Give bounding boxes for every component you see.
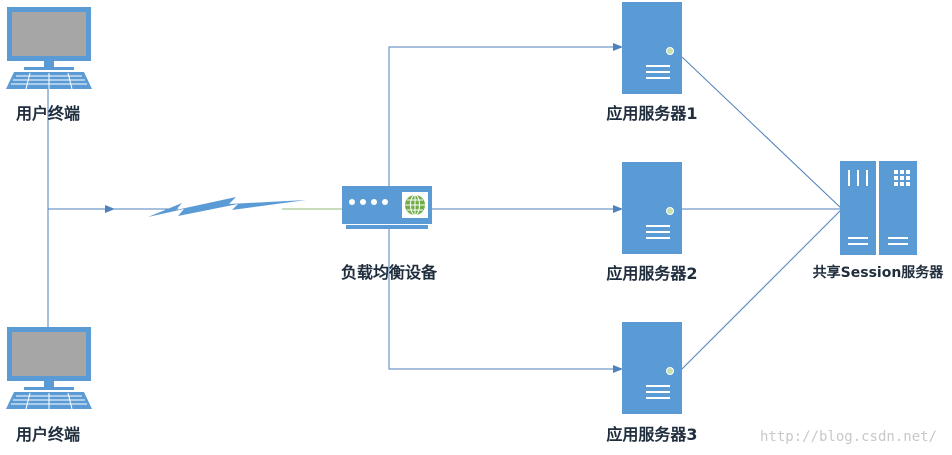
user-terminal-top: 用户终端: [6, 7, 92, 123]
load-balancer: 负载均衡设备: [341, 186, 438, 282]
rack-server-icon: [840, 161, 917, 255]
lb-to-server1-arrow: [388, 43, 623, 190]
computer-icon: [6, 7, 92, 90]
server1-to-session-line: [681, 56, 843, 210]
lightning-link-icon: [148, 197, 306, 217]
globe-icon: [405, 194, 425, 216]
server-icon: [622, 162, 682, 254]
lb-to-server3-arrow: [388, 228, 623, 373]
computer-icon: [6, 327, 92, 410]
server-icon: [622, 2, 682, 94]
watermark-text: http://blog.csdn.net/: [760, 429, 937, 445]
user-terminal-bottom: 用户终端: [6, 327, 92, 444]
terminal-top-label: 用户终端: [16, 104, 80, 123]
session-server: 共享Session服务器: [813, 161, 945, 281]
load-balancer-icon: [342, 186, 432, 229]
app-server-1-label: 应用服务器1: [606, 104, 697, 123]
server3-to-session-line: [681, 208, 843, 370]
app-server-2: 应用服务器2: [606, 162, 698, 283]
connectors: [47, 43, 843, 373]
app-server-1: 应用服务器1: [606, 2, 698, 123]
app-server-2-label: 应用服务器2: [606, 264, 697, 283]
app-server-3-label: 应用服务器3: [606, 425, 697, 444]
app-server-3: 应用服务器3: [606, 322, 698, 444]
load-balancer-label: 负载均衡设备: [341, 263, 438, 282]
terminal-bottom-label: 用户终端: [16, 425, 80, 444]
server-icon: [622, 322, 682, 414]
session-server-label: 共享Session服务器: [813, 264, 945, 281]
